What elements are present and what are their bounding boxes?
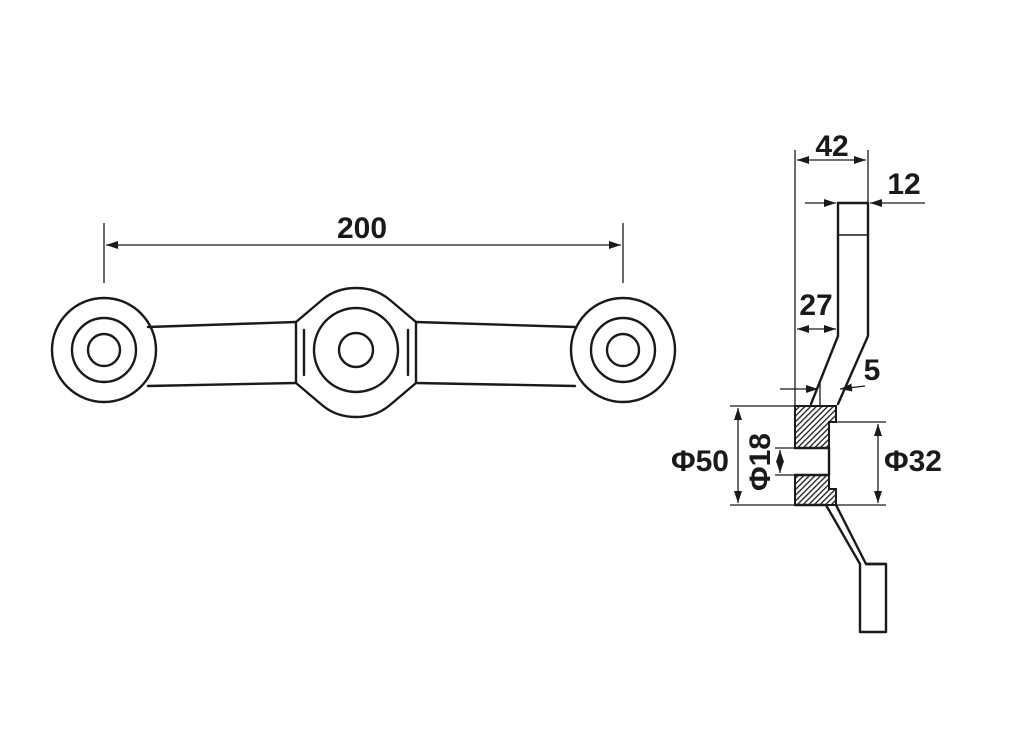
dimension-phi18: Φ18	[744, 433, 795, 491]
dimension-label-depth: 42	[815, 130, 848, 163]
dimension-label-length: 200	[337, 212, 387, 245]
dimension-phi32: Φ32	[836, 421, 942, 506]
dimension-42: 42	[794, 130, 869, 406]
dimension-27: 27	[797, 289, 836, 333]
right-fitting-ring	[569, 296, 677, 404]
dimension-label-boss-diameter: Φ32	[884, 445, 942, 478]
spider-arms	[146, 320, 577, 388]
dimension-phi50: Φ50	[671, 405, 795, 506]
front-view: 200	[50, 212, 677, 419]
dimension-200: 200	[103, 212, 624, 283]
lower-arm-profile	[793, 503, 888, 634]
section-hatched	[793, 405, 837, 506]
left-fitting-ring	[50, 296, 158, 404]
dimension-12: 12	[805, 168, 925, 207]
dimension-label-outer-diameter: Φ50	[671, 445, 729, 478]
dimension-label-offset: 27	[799, 289, 832, 322]
dimension-label-step: 5	[864, 354, 881, 387]
side-view: 42 12 27 5 Φ50	[671, 130, 942, 634]
center-hub	[294, 286, 418, 419]
dimension-5: 5	[780, 354, 880, 406]
dimension-label-thickness: 12	[887, 168, 920, 201]
dimension-label-hole-diameter: Φ18	[744, 433, 777, 491]
